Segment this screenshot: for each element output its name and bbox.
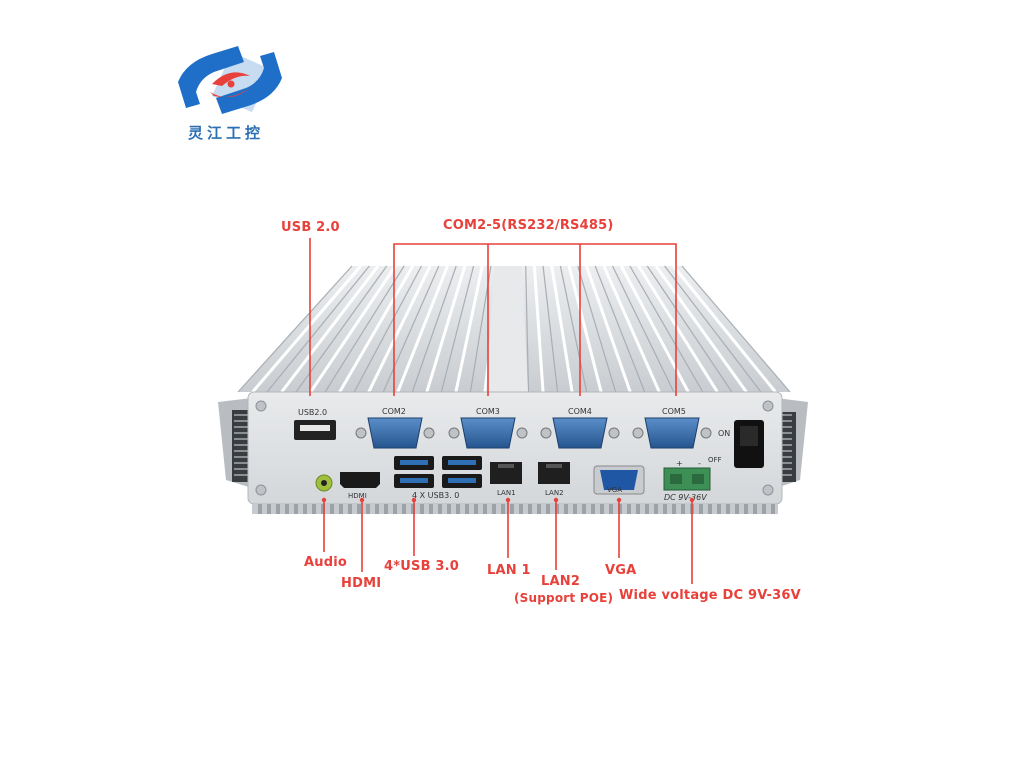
com2-port xyxy=(355,417,435,449)
callout-usb2: USB 2.0 xyxy=(281,220,340,235)
brand-logo xyxy=(178,46,282,114)
mini-pc-device: USB2.0 COM2 COM3 COM4 COM5 ON OFF HDMI 4… xyxy=(218,265,808,514)
callout-audio: Audio xyxy=(304,555,348,570)
callout-vga: VGA xyxy=(605,563,637,578)
lan2-port xyxy=(538,462,570,484)
silk-lan1: LAN1 xyxy=(497,489,516,497)
silk-minus: - xyxy=(698,459,701,468)
silk-hdmi: HDMI xyxy=(348,492,367,500)
callout-lan2: LAN2 xyxy=(541,574,581,589)
power-switch xyxy=(734,420,764,468)
lan1-port xyxy=(490,462,522,484)
audio-jack xyxy=(315,474,333,492)
vga-port xyxy=(593,465,645,495)
callout-dots xyxy=(321,497,695,503)
side-vent-left xyxy=(232,410,250,482)
hdmi-port xyxy=(340,472,380,488)
callout-lines xyxy=(309,238,693,584)
com4-port xyxy=(540,417,620,449)
com5-port xyxy=(632,417,712,449)
brand-name: 灵江工控 xyxy=(188,124,265,142)
silk-vga: VGA xyxy=(607,486,622,494)
silk-plus: + xyxy=(676,459,683,468)
dc-terminal xyxy=(663,467,711,491)
callout-hdmi: HDMI xyxy=(341,576,382,591)
callout-dc: Wide voltage DC 9V-36V xyxy=(619,588,801,603)
callout-com: COM2-5(RS232/RS485) xyxy=(443,218,614,233)
silk-com2: COM2 xyxy=(382,407,406,416)
usb2-port xyxy=(294,420,336,440)
silkscreen-labels: USB2.0 COM2 COM3 COM4 COM5 ON OFF HDMI 4… xyxy=(298,407,730,502)
silk-com5: COM5 xyxy=(662,407,686,416)
silk-lan2: LAN2 xyxy=(545,489,564,497)
usb3-ports xyxy=(394,456,482,488)
callout-lan1: LAN 1 xyxy=(487,563,531,578)
silk-dc: DC 9V-36V xyxy=(664,493,707,502)
callout-usb3: 4*USB 3.0 xyxy=(384,559,460,574)
silk-usb3: 4 X USB3. 0 xyxy=(412,491,459,500)
silk-usb2: USB2.0 xyxy=(298,408,327,417)
silk-on: ON xyxy=(718,429,730,438)
com3-port xyxy=(448,417,528,449)
silk-com4: COM4 xyxy=(568,407,592,416)
callout-lan2-note: (Support POE) xyxy=(514,591,614,605)
silk-off: OFF xyxy=(708,456,722,464)
silk-com3: COM3 xyxy=(476,407,500,416)
